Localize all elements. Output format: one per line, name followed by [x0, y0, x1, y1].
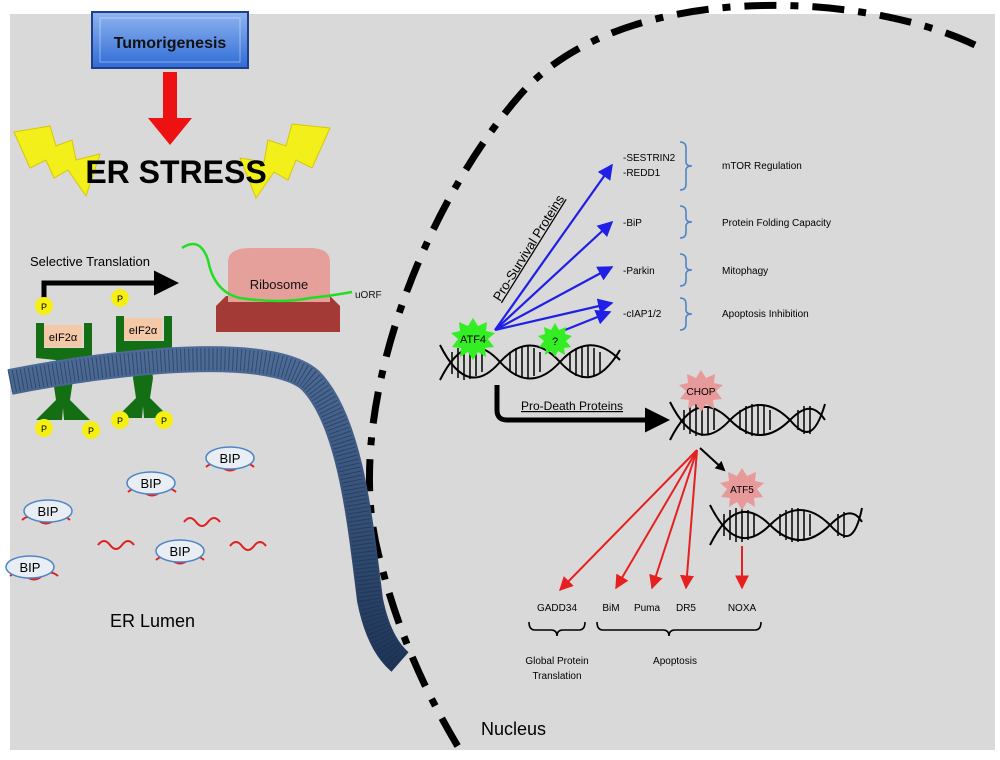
- svg-text:P: P: [41, 424, 47, 434]
- svg-text:BIP: BIP: [38, 504, 59, 519]
- death-braces: [528, 621, 762, 637]
- nucleus-label: Nucleus: [481, 719, 546, 739]
- svg-text:BIP: BIP: [170, 544, 191, 559]
- selective-translation-label: Selective Translation: [30, 254, 150, 269]
- death-target-genes: GADD34 BiM Puma DR5 NOXA: [537, 603, 757, 614]
- svg-text:BIP: BIP: [20, 560, 41, 575]
- ribosome: Ribosome: [216, 248, 340, 332]
- gene-redd1: -REDD1: [623, 168, 661, 179]
- survival-arrows: [494, 163, 614, 332]
- bip-2: BIP: [126, 471, 177, 497]
- survival-braces: [679, 141, 693, 331]
- role-mitophagy: Mitophagy: [722, 266, 768, 277]
- nuclear-envelope: [365, 1, 977, 752]
- atf4-label: ATF4: [460, 334, 486, 346]
- uorf-label: uORF: [355, 290, 382, 301]
- bip-4: BIP: [155, 539, 205, 565]
- phosphate-icons: P P P P P P: [35, 289, 173, 439]
- bip-3: BIP: [21, 499, 73, 525]
- dna-helix-atf5: [709, 504, 863, 546]
- atf5-label: ATF5: [730, 485, 754, 496]
- tumorigenesis-label: Tumorigenesis: [114, 35, 227, 52]
- gene-sestrin2: -SESTRIN2: [623, 153, 676, 164]
- bip-5: BIP: [5, 555, 59, 581]
- role-mtor: mTOR Regulation: [722, 161, 802, 172]
- survival-target-genes: -SESTRIN2 -REDD1 -BiP -Parkin -cIAP1/2: [623, 153, 676, 320]
- group-apoptosis: Apoptosis: [653, 656, 697, 667]
- gene-dr5: DR5: [676, 603, 696, 614]
- gene-ciap: -cIAP1/2: [623, 309, 662, 320]
- tumorigenesis-box: Tumorigenesis: [91, 11, 249, 69]
- lightning-right-icon: [239, 123, 331, 200]
- lightning-left-icon: [13, 125, 101, 198]
- unfolded-proteins: [97, 517, 267, 551]
- gene-parkin: -Parkin: [623, 266, 655, 277]
- eif2a-label-right: eIF2α: [129, 325, 158, 337]
- unknown-factor: ?: [538, 323, 572, 357]
- survival-roles: mTOR Regulation Protein Folding Capacity…: [722, 161, 831, 320]
- er-stress-label: ER STRESS: [85, 154, 266, 190]
- role-apoptosis-inhibition: Apoptosis Inhibition: [722, 309, 809, 320]
- pro-death-heading: Pro-Death Proteins: [521, 399, 623, 413]
- gene-bim: BiM: [602, 603, 619, 614]
- pro-death-arrow: [494, 385, 670, 433]
- death-group-labels: Global Protein Translation Apoptosis: [525, 656, 697, 682]
- svg-text:BIP: BIP: [220, 451, 241, 466]
- er-membrane: [7, 346, 409, 672]
- gene-noxa: NOXA: [728, 603, 757, 614]
- er-lumen-label: ER Lumen: [110, 611, 195, 631]
- ribosome-label: Ribosome: [250, 277, 309, 292]
- svg-text:P: P: [88, 426, 94, 436]
- chop-factor: CHOP: [679, 370, 723, 412]
- chop-label: CHOP: [687, 387, 716, 398]
- bip-chaperones: BIP BIP BIP BIP BIP: [5, 446, 255, 581]
- svg-text:P: P: [161, 416, 167, 426]
- gene-gadd34: GADD34: [537, 603, 577, 614]
- svg-text:BIP: BIP: [141, 476, 162, 491]
- dna-helix-chop: [669, 401, 826, 441]
- gene-bip: -BiP: [623, 218, 642, 229]
- death-arrows: [559, 449, 749, 592]
- stress-arrow: [148, 72, 192, 145]
- atf5-factor: ATF5: [720, 468, 764, 510]
- svg-text:P: P: [117, 416, 123, 426]
- group-global-translation-1: Global Protein: [525, 656, 588, 667]
- mrna-strand: [181, 242, 353, 303]
- atf5-induction-arrow: [699, 447, 726, 472]
- eif2a-label-left: eIF2α: [49, 332, 78, 344]
- role-folding: Protein Folding Capacity: [722, 218, 831, 229]
- svg-text:P: P: [117, 294, 123, 304]
- atf4-factor: ATF4: [451, 318, 495, 360]
- unknown-label: ?: [552, 336, 558, 348]
- selective-translation-arrow: [41, 270, 179, 300]
- bip-1: BIP: [205, 446, 255, 472]
- group-global-translation-2: Translation: [532, 671, 581, 682]
- svg-text:P: P: [41, 302, 47, 312]
- gene-puma: Puma: [634, 603, 661, 614]
